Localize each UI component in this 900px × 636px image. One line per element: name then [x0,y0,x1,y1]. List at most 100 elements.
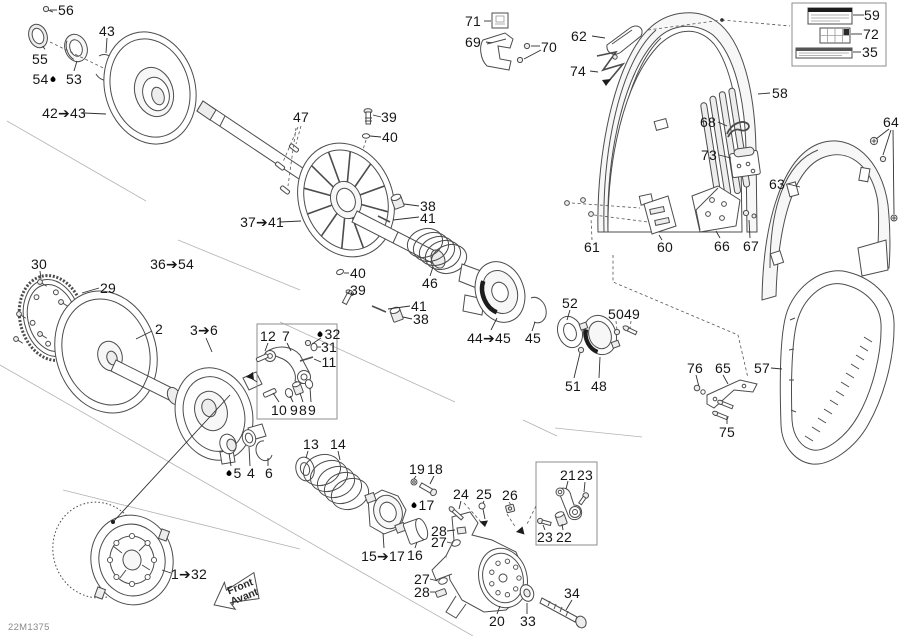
callout-30: 30 [31,256,47,272]
part-fixed-sheave-42-43 [83,31,197,145]
callout-46: 46 [422,275,438,291]
callout-32: 32 [316,327,341,341]
callout-13: 13 [303,436,319,452]
callout-73: 73 [701,147,717,163]
callout-6: 6 [265,465,273,481]
pictogram-sticker-72 [819,27,862,44]
part-bolt-18 [418,482,438,497]
callout-17: 17 [410,498,435,512]
callout-54: 54 [33,72,58,86]
callout-37-41: 37➔41 [240,214,284,230]
callout-59: 59 [864,7,880,23]
part-pin-12 [255,353,269,363]
part-washer-52 [556,315,584,349]
part-screw-23a [578,492,590,506]
callout-74: 74 [570,63,586,79]
part-nut-50 [613,328,621,336]
callout-40: 40 [382,129,398,145]
callout-2: 2 [155,321,163,337]
callout-28: 28 [431,523,447,539]
callout-23: 23 [577,467,593,483]
callout-4: 4 [247,465,255,481]
part-circlip-6 [255,440,273,462]
callout-3-6: 3➔6 [190,322,218,338]
callout-64: 64 [883,114,899,130]
part-housing-20 [431,511,528,619]
part-bolt-24 [448,506,464,521]
callout-58: 58 [772,85,788,101]
part-spider-15-17 [364,489,407,549]
inset-box-arm-assembly [535,461,598,546]
callout-33: 33 [520,613,536,629]
part-bolt-34 [539,597,587,629]
part-washer-33 [519,584,535,602]
part-cone-5 [219,433,237,455]
callout-7: 7 [282,328,290,344]
part-side-guard-63 [761,140,891,301]
callout-63: 63 [769,176,785,192]
callout-62: 62 [571,28,587,44]
part-spoked-sheave-37-41 [297,142,395,258]
part-governor-48 [578,314,621,356]
callout-53: 53 [66,71,82,87]
callout-60: 60 [657,239,673,255]
part-oring-40-top [361,133,371,139]
callout-76: 76 [687,360,703,376]
callout-18: 18 [427,461,443,477]
part-lever-7 [264,346,311,384]
callout-66: 66 [714,238,730,254]
callout-31: 31 [321,339,337,355]
sticker-panel [791,2,887,67]
callout-48: 48 [591,378,607,394]
inset-box-lever-assembly [246,323,338,420]
part-washer-13 [295,456,315,482]
part-shim-28a [456,526,467,535]
callout-22: 22 [556,529,572,545]
callout-67: 67 [743,238,759,254]
callout-35: 35 [862,44,878,60]
part-screws-61 [564,197,649,241]
part-pin-41-top [377,215,391,223]
callout-14: 14 [330,436,346,452]
part-roller-8 [291,381,304,396]
part-complete-clutch-1-32 [52,394,231,606]
part-sticker-71 [484,12,509,29]
callout-5: 5 [225,466,242,480]
callout-24: 24 [453,486,469,502]
part-screw-39-top [363,108,382,125]
callout-52: 52 [562,295,578,311]
part-spring-46 [406,227,468,277]
part-pins-47 [274,125,302,195]
callout-44-45: 44➔45 [467,330,511,346]
warning-sticker-59 [807,7,864,25]
part-drive-belt-57 [770,270,895,465]
callout-29: 29 [100,280,116,296]
callout-9: 9 [308,402,316,418]
callout-51: 51 [565,378,581,394]
part-sliding-half-44-45 [458,261,526,331]
callout-27: 27 [431,534,447,550]
label-sticker-35 [795,47,861,59]
part-roller-22 [554,511,568,527]
frame-lines [0,120,643,636]
callout-28: 28 [414,584,430,600]
callout-39: 39 [350,282,366,298]
callout-65: 65 [715,360,731,376]
callout-20: 20 [489,613,505,629]
callout-50: 50 [608,306,624,322]
callout-56: 56 [58,2,74,18]
callout-41: 41 [411,298,427,314]
part-pin-11 [299,356,314,362]
part-screws-70 [516,42,542,64]
callout-38: 38 [420,198,436,214]
part-screw-49 [622,325,638,336]
callout-26: 26 [502,487,518,503]
callout-11: 11 [321,354,337,370]
part-oring-27a [451,539,461,547]
part-bolts-75 [712,399,734,424]
part-washer-19 [410,478,418,486]
callout-34: 34 [564,585,580,601]
callout-47: 47 [293,109,309,125]
part-cup-16 [402,517,429,549]
